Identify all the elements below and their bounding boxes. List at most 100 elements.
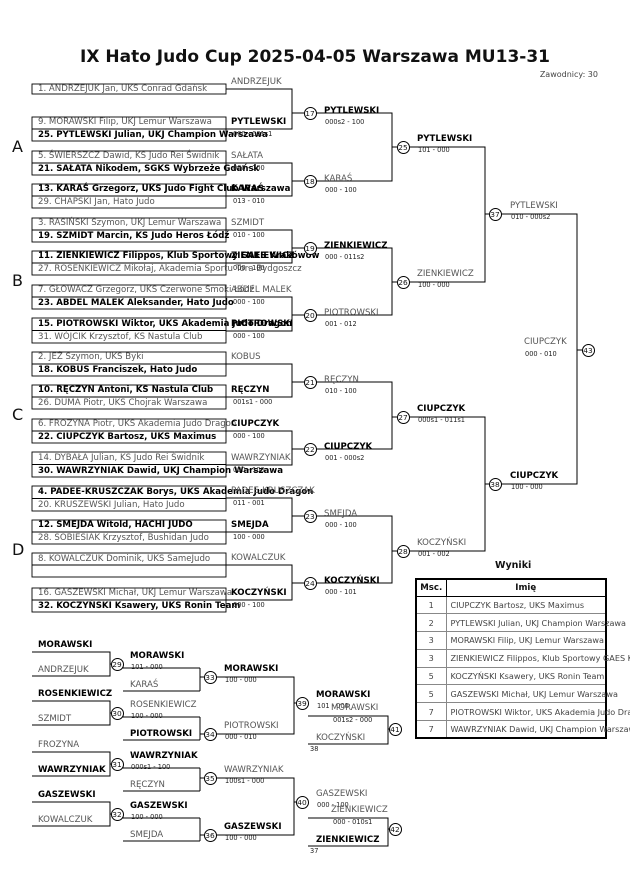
match-number-badge: 40: [295, 795, 309, 809]
pool-letter: A: [12, 137, 23, 156]
entry-name: 14. DYBAŁA Julian, KS Judo Rei Świdnik: [38, 453, 205, 463]
r2-score: 001 - 012: [325, 320, 357, 328]
results-name: WAWRZYNIAK Dawid, UKJ Champion Warszawa: [445, 720, 630, 739]
results-place: 7: [415, 702, 447, 722]
match-number-badge: 22: [303, 442, 317, 456]
pool-letter: B: [12, 271, 23, 290]
entry-name: 9. MORAWSKI Filip, UKJ Lemur Warszawa: [38, 117, 212, 127]
results-name: PYTLEWSKI Julian, UKJ Champion Warszawa: [445, 613, 626, 633]
r2-score: 010 - 100: [325, 387, 357, 395]
results-title: Wyniki: [495, 560, 532, 571]
bronze-final-opponent: ZIENKIEWICZ: [316, 835, 380, 845]
entry-name: 1. ANDRZEJUK Jan, UKS Conrad Gdańsk: [38, 84, 208, 94]
r1-winner: SMEJDA: [231, 520, 269, 530]
r1-score: 011 - 001: [233, 499, 265, 507]
r1-winner: ABDEL MALEK: [231, 285, 292, 295]
entry-name: 13. KARAŚ Grzegorz, UKS Judo Fight Club …: [38, 184, 291, 194]
repechage-score: 000 - 010: [225, 733, 257, 741]
entry-name: 27. ROSENKIEWICZ Mikołaj, Akademia Sport…: [38, 264, 302, 274]
entry-name: 4. PADEE-KRUSZCZAK Borys, UKS Akademia J…: [38, 487, 314, 497]
r3-score: 101 - 000: [418, 146, 450, 154]
bronze-final-name: MORAWSKI: [331, 703, 379, 713]
repechage-name: WAWRZYNIAK: [38, 765, 106, 775]
bronze-winner: GASZEWSKI: [316, 789, 368, 799]
r1-winner: WAWRZYNIAK: [231, 453, 291, 463]
r1-winner: PADEE-KRUSZCZAK: [231, 486, 315, 496]
repechage-winner: GASZEWSKI: [130, 801, 188, 811]
bronze-final-opponent: KOCZYŃSKI: [316, 733, 366, 743]
match-number-badge: 36: [203, 828, 217, 842]
repechage-name: ANDRZEJUK: [38, 665, 89, 675]
match-number-badge: 35: [203, 771, 217, 785]
results-place: 3: [415, 648, 447, 668]
r1-connector: [226, 363, 293, 398]
entry-name: 8. KOWALCZUK Dominik, UKS SameJudo: [38, 554, 211, 564]
repechage-opponent: PIOTROWSKI: [130, 729, 193, 739]
r2-winner: KOCZYŃSKI: [324, 576, 380, 586]
match-number-badge: 32: [110, 807, 124, 821]
match-number-badge: 43: [581, 343, 595, 357]
entry-name: 26. DUMA Piotr, UKS Chojrak Warszawa: [38, 398, 208, 408]
match-number-badge: 27: [396, 410, 410, 424]
entry-name: 23. ABDEL MALEK Aleksander, Hato Judo: [38, 298, 234, 308]
r1-winner: KOBUS: [231, 352, 261, 362]
match-number-badge: 33: [203, 670, 217, 684]
results-place: 5: [415, 666, 447, 686]
r2-connector: [316, 515, 393, 584]
r1-score: 100 - 000: [233, 533, 265, 541]
entry-name: 31. WÓJCIK Krzysztof, KS Nastula Club: [38, 332, 203, 342]
r2-winner: KARAŚ: [324, 174, 353, 184]
match-number-badge: 25: [396, 140, 410, 154]
repechage-name: ROSENKIEWICZ: [38, 689, 113, 699]
r2-score: 000s2 - 100: [325, 118, 365, 126]
r3-score: 001 - 002: [418, 550, 450, 558]
repechage-opponent: SMEJDA: [130, 830, 164, 840]
r1-score: 000 - 100: [233, 332, 265, 340]
entry-name: 25. PYTLEWSKI Julian, UKJ Champion Warsz…: [38, 130, 268, 140]
results-place: 3: [415, 631, 447, 650]
match-number-badge: 21: [303, 375, 317, 389]
r1-winner: ZIENKIEWICZ: [231, 251, 295, 261]
results-name: ZIENKIEWICZ Filippos, Klub Sportowy GAES…: [445, 648, 630, 668]
r4-winner: PYTLEWSKI: [510, 201, 558, 211]
r3-winner: PYTLEWSKI: [417, 134, 473, 144]
entry-name: 30. WAWRZYNIAK Dawid, UKJ Champion Warsz…: [38, 466, 284, 476]
r2-winner: RĘCZYN: [324, 375, 359, 385]
r1-winner: CIUPCZYK: [231, 419, 280, 429]
entry-name: 5. ŚWIERSZCZ Dawid, KS Judo Rei Świdnik: [38, 151, 220, 161]
bronze-final-score: 001s2 - 000: [333, 716, 373, 724]
results-name: KOCZYŃSKI Ksawery, UKS Ronin Team: [445, 666, 607, 686]
r3-winner: CIUPCZYK: [417, 404, 466, 414]
entry-name: 22. CIUPCZYK Bartosz, UKS Maximus: [38, 432, 217, 442]
match-number-badge: 24: [303, 576, 317, 590]
r2-winner: PYTLEWSKI: [324, 106, 380, 116]
r1-score: 000 - 001s1: [233, 130, 273, 138]
r2-score: 000 - 101: [325, 588, 357, 596]
entry-name: 32. KOCZYŃSKI Ksawery, UKS Ronin Team: [38, 601, 241, 611]
entry-name: 28. SOBIESIAK Krzysztof, Bushidan Judo: [38, 533, 209, 543]
r1-winner: KARAŚ: [231, 184, 264, 194]
repechage-name: SZMIDT: [38, 714, 72, 724]
r1-score: 013 - 010: [233, 197, 265, 205]
r1-connector: [226, 88, 293, 130]
r1-winner: RĘCZYN: [231, 385, 270, 395]
bronze-final-connector: [308, 817, 389, 847]
repechage-opponent: KARAŚ: [130, 680, 159, 690]
results-name: PIOTROWSKI Wiktor, UKS Akademia Judo Dra…: [445, 702, 630, 722]
r2-winner: PIOTROWSKI: [324, 308, 379, 318]
r2-winner: SMEJDA: [324, 509, 358, 519]
semifinal-connector: [501, 213, 578, 485]
r2-score: 000 - 100: [325, 521, 357, 529]
bronze-final-name: ZIENKIEWICZ: [331, 805, 388, 815]
repechage-winner: ROSENKIEWICZ: [130, 700, 197, 710]
match-number-badge: 19: [303, 241, 317, 255]
entry-name: 6. FROZYNA Piotr, UKS Akademia Judo Drag…: [38, 419, 237, 429]
entry-name: 7. GŁOWACZ Grzegorz, UKS Czerwone Smoki …: [38, 285, 255, 295]
results-name: CIUPCZYK Bartosz, UKS Maximus: [445, 595, 607, 615]
match-number-badge: 42: [388, 822, 402, 836]
bronze-final-ref: 37: [310, 847, 319, 855]
bronze-winner: MORAWSKI: [316, 690, 371, 700]
